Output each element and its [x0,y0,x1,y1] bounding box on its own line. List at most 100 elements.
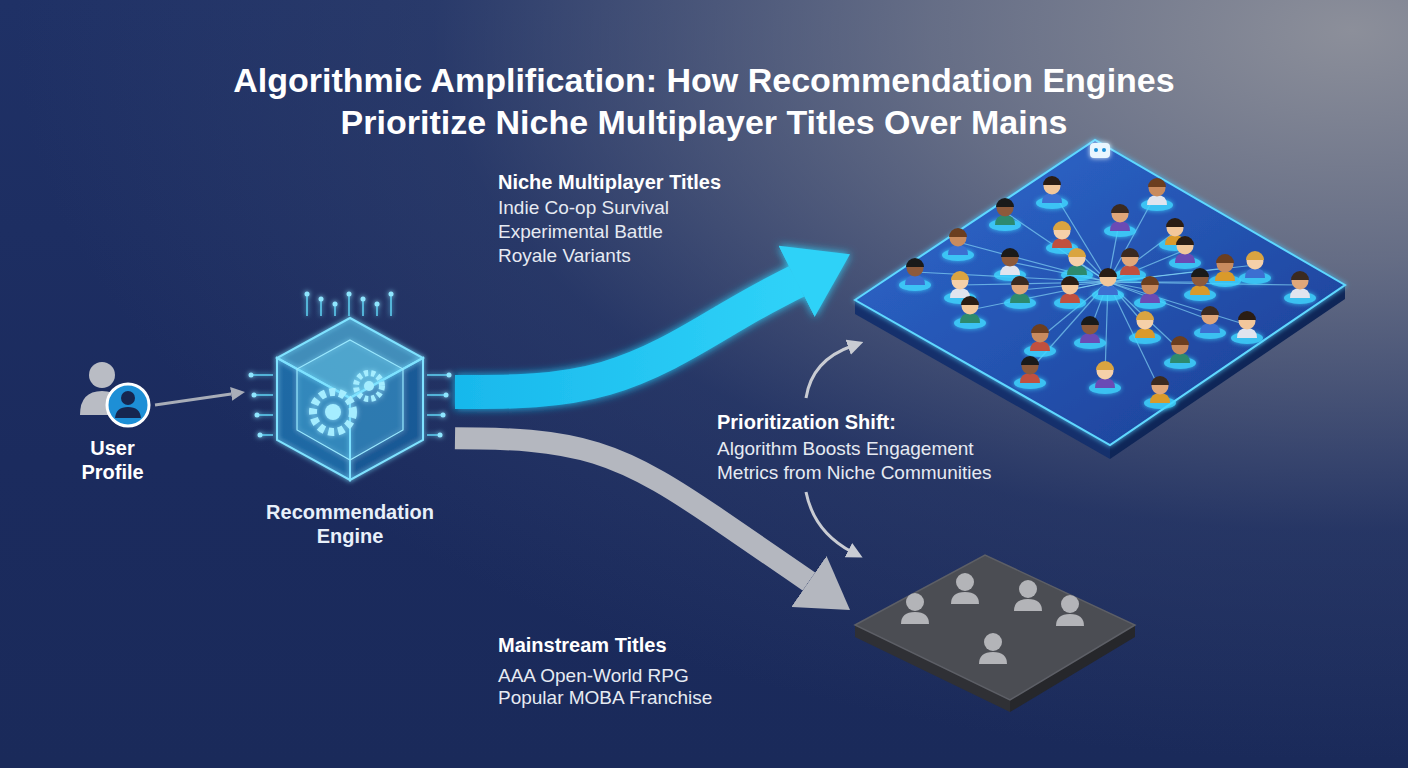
player-avatar [1164,336,1196,369]
avatar-hair [1061,276,1079,285]
node-heading: Niche Multiplayer Titles [498,170,798,194]
avatar-hair [951,271,969,280]
person-head [906,593,924,611]
circuit-line [254,394,273,396]
player-avatar [1092,268,1124,301]
circuit-dot [305,292,310,297]
badge-body [115,407,141,418]
player-avatar [954,296,986,329]
gear [356,373,382,399]
callout-text: Algorithm Boosts Engagement Metrics from… [717,437,1027,485]
gear-hub [364,381,374,391]
node-body-text: Experimental Battle Royale Variants [498,220,678,268]
player-avatar [1004,276,1036,309]
avatar-hair [1191,268,1209,277]
network-link [1108,282,1247,325]
person-head [984,633,1002,651]
avatar-hair [1121,248,1139,257]
avatar-hair [1238,311,1256,320]
circuit-line [427,394,446,396]
player-avatar [1129,311,1161,344]
circuit-line [362,299,364,316]
avatar-hair [1291,271,1309,280]
circuit-dot [347,292,352,297]
player-avatar [989,198,1021,231]
avatar-hair [1141,276,1159,285]
user-head [89,362,115,388]
robot-eye [1102,148,1106,152]
user-profile-node: User Profile [70,355,155,480]
player-avatar [1144,376,1176,409]
person-head [1019,580,1037,598]
gray-person [1056,595,1084,626]
reduced-flow-band [455,438,809,581]
avatar-hair [1246,251,1264,260]
circuit-dot [441,413,446,418]
network-link [1108,232,1175,282]
avatar-hair [996,198,1014,207]
engine-node: Recommendation Engine [245,290,455,550]
network-links [915,190,1300,390]
platform-top [855,140,1345,445]
circuit-dot [375,302,380,307]
user-badge [107,384,149,426]
node-body-text: AAA Open-World RPG [498,665,798,687]
avatar-group [899,176,1316,409]
player-avatar [994,248,1026,281]
gray-person [951,573,979,604]
player-avatar [1239,251,1271,284]
robot-icon [1090,143,1110,158]
circuit-dot [319,297,324,302]
avatar-hair [1176,236,1194,245]
circuit-dot [255,413,260,418]
avatar-hair [1031,324,1049,333]
avatar-hair [1043,176,1061,185]
player-avatar [1194,306,1226,339]
person-body [1056,614,1084,626]
avatar-hair [906,258,924,267]
avatar-hair [1151,376,1169,385]
avatar-hair [1166,218,1184,227]
player-avatar [942,228,974,261]
avatar-hair [1216,254,1234,263]
badge-head [121,391,135,405]
circuit-line [320,299,322,316]
gray-person [979,633,1007,664]
avatar-hair [1053,221,1071,230]
player-avatar [1231,311,1263,344]
player-avatar [1134,276,1166,309]
node-body-text: Indie Co-op Survival [498,196,798,220]
mainstream-platform: Mainstream TitlesAAA Open-World RPGPopul… [850,550,1140,705]
player-avatar [1089,361,1121,394]
avatar-hair [961,296,979,305]
circuit-line [390,294,392,316]
circuit-dot [333,302,338,307]
cube-inner [297,340,403,460]
robot-eye [1094,148,1098,152]
player-avatar [899,258,931,291]
niche-platform: Niche Multiplayer TitlesIndie Co-op Surv… [850,135,1350,465]
avatar-hair [1068,248,1086,257]
avatar-hair [1111,204,1129,213]
circuit-dot [249,373,254,378]
circuit-line [251,374,273,376]
avatar-hair [1011,276,1029,285]
player-avatar [1284,271,1316,304]
amplified-flow-band [455,281,797,392]
player-avatar [1141,178,1173,211]
circuit-line [427,374,449,376]
player-avatar [1074,316,1106,349]
avatar-hair [1096,361,1114,370]
circuit-dot [444,393,449,398]
player-avatar [1024,324,1056,357]
circuit-dot [252,393,257,398]
network-link [958,242,1108,282]
player-avatar [1036,176,1068,209]
avatar-hair [1021,356,1039,365]
node-heading: Recommendation Engine [245,500,455,548]
avatar-hair [1201,306,1219,315]
person-head [1061,595,1079,613]
avatar-hair [1081,316,1099,325]
gray-person [901,593,929,624]
